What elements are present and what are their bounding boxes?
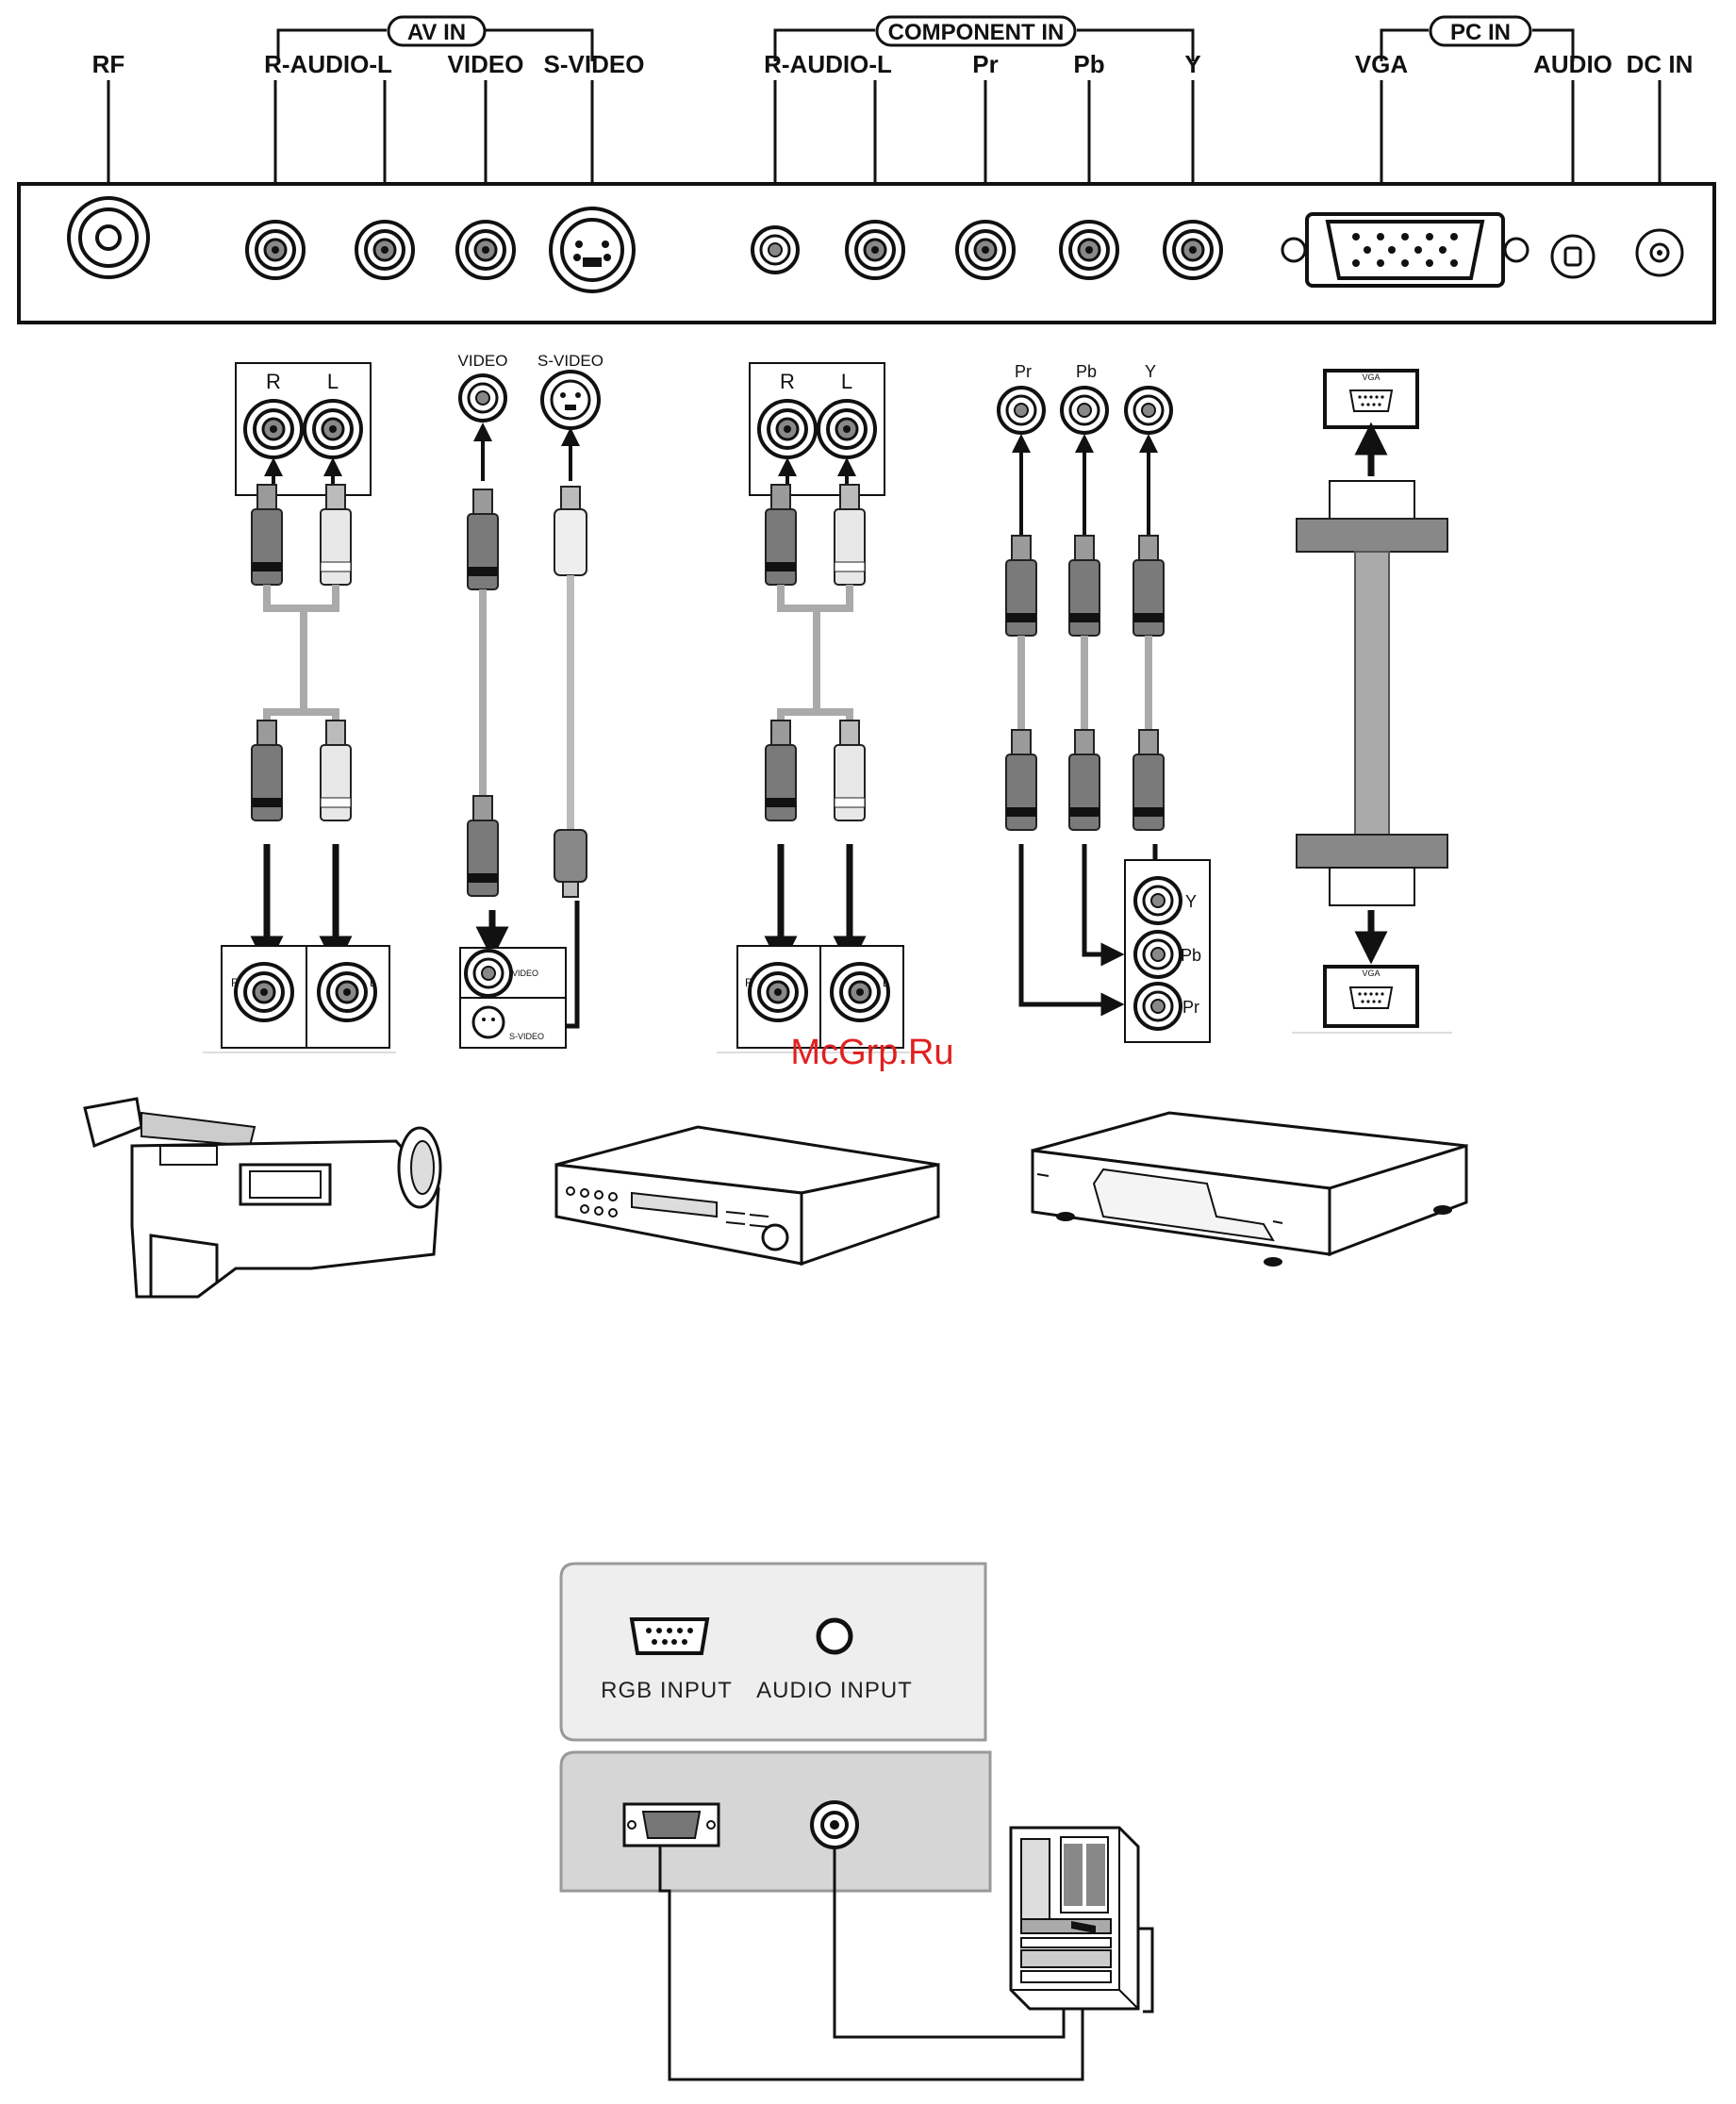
vga-top-label: VGA (1362, 373, 1380, 382)
cable-r2-label: R (780, 370, 795, 393)
cable-y-label: Y (1145, 362, 1156, 381)
target-video-label: VIDEO (512, 969, 538, 978)
target-pr-label: Pr (1182, 998, 1199, 1017)
video-jack-icon (457, 222, 514, 278)
vga-label: VGA (1355, 50, 1409, 78)
component-audio-l-jack-icon (847, 222, 903, 278)
audio-input-jack-icon (818, 1620, 851, 1652)
cable-r-label: R (266, 370, 281, 393)
pc-in-label: PC IN (1450, 20, 1511, 45)
cable-pb-label: Pb (1076, 362, 1097, 381)
y-jack-icon (1165, 222, 1221, 278)
dc-in-jack-icon (1637, 230, 1682, 275)
set-top-box-icon (1033, 1113, 1466, 1267)
component-audio-cable: R L R L (717, 363, 910, 1052)
y-label: Y (1184, 50, 1200, 78)
target-y-label: Y (1185, 892, 1197, 911)
pb-label: Pb (1073, 50, 1104, 78)
vga-cable: VGA VGA (1292, 371, 1452, 1033)
cable-l2-label: L (841, 370, 852, 393)
component-audio-r-jack-icon (752, 227, 798, 273)
av-audio-r-jack-icon (247, 222, 304, 278)
target-svideo-label: S-VIDEO (509, 1032, 544, 1041)
component-in-label: COMPONENT IN (888, 20, 1065, 45)
dvd-player-icon (556, 1127, 938, 1264)
dc-in-label: DC IN (1627, 50, 1694, 78)
target-pb-label: Pb (1181, 946, 1201, 965)
pr-label: Pr (972, 50, 998, 78)
cable-svideo-label: S-VIDEO (537, 352, 603, 370)
pc-tower-icon (1011, 1828, 1138, 2009)
video-label: VIDEO (448, 50, 524, 78)
cable-l-label: L (327, 370, 339, 393)
pb-jack-icon (1061, 222, 1117, 278)
cable-video-label: VIDEO (458, 352, 508, 370)
svideo-label: S-VIDEO (544, 50, 645, 78)
av-audio-label: R-AUDIO-L (264, 50, 392, 78)
video-svideo-cable: VIDEO S-VIDEO VIDEO (458, 352, 603, 1048)
rf-port-icon (69, 198, 148, 277)
svg-text:R: R (745, 976, 753, 989)
rf-label: RF (92, 50, 125, 78)
rgb-input-label: RGB INPUT (601, 1678, 733, 1703)
audio-input-label: AUDIO INPUT (756, 1678, 913, 1703)
svg-text:R: R (231, 976, 240, 989)
cable-pr-label: Pr (1015, 362, 1032, 381)
svideo-jack-icon (551, 208, 634, 291)
pr-jack-icon (957, 222, 1014, 278)
av-audio-cable: R L R L (203, 363, 396, 1052)
av-audio-l-jack-icon (356, 222, 413, 278)
camcorder-icon (85, 1099, 440, 1297)
svg-text:L: L (370, 976, 376, 989)
pc-connection-diagram: RGB INPUT AUDIO INPUT (561, 1564, 1152, 2079)
watermark: McGrp.Ru (790, 1033, 953, 1072)
rear-panel: AV IN COMPONENT IN PC IN RF R-AUDIO-L VI… (19, 17, 1714, 323)
av-in-label: AV IN (407, 20, 466, 45)
audio-plug-icon (812, 1802, 857, 1847)
pc-audio-label: AUDIO (1533, 50, 1612, 78)
vga-plug-icon (624, 1804, 719, 1846)
vga-bottom-label: VGA (1362, 969, 1380, 978)
rgb-input-port-icon (632, 1619, 707, 1653)
svg-text:L: L (883, 976, 889, 989)
vga-port-icon (1282, 214, 1528, 286)
pc-audio-jack-icon (1552, 236, 1594, 277)
component-video-cable: Pr Pb Y Y Pb Pr (999, 362, 1210, 1042)
component-audio-label: R-AUDIO-L (764, 50, 892, 78)
